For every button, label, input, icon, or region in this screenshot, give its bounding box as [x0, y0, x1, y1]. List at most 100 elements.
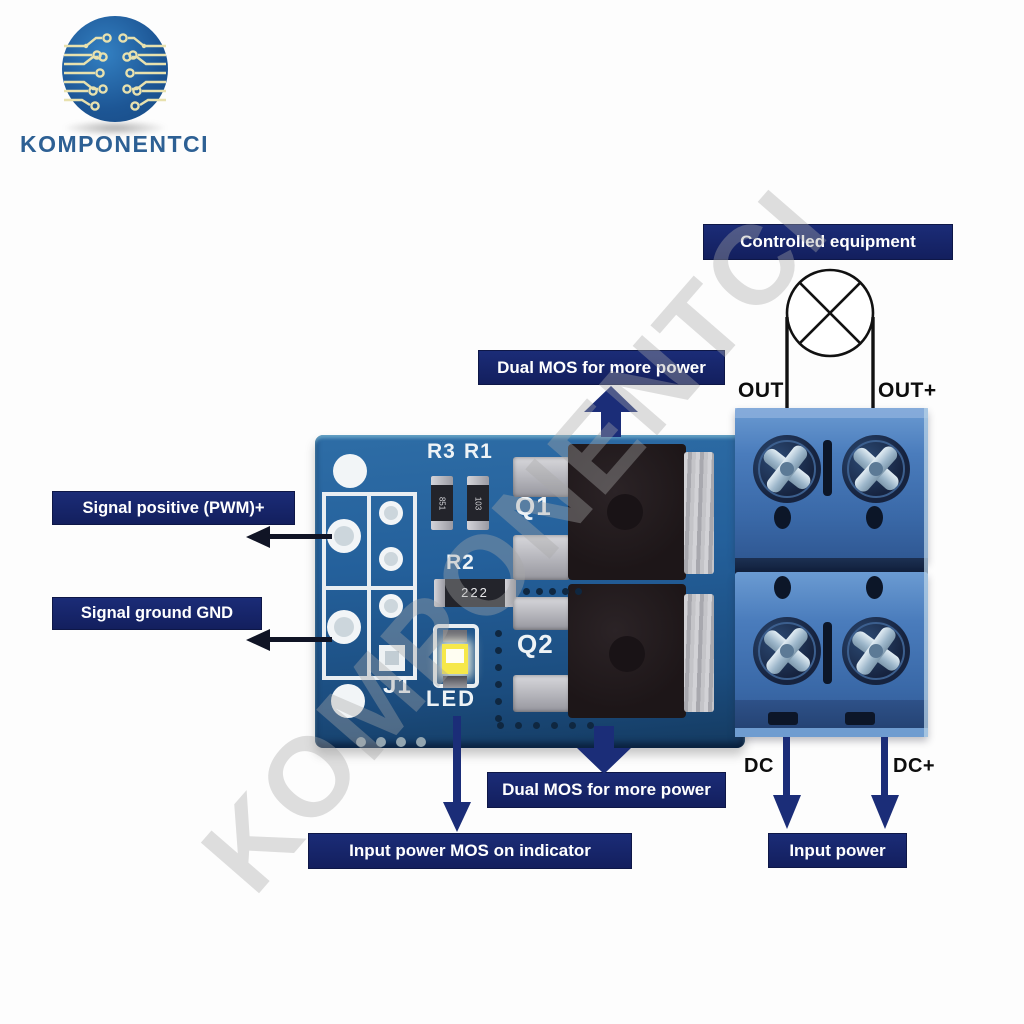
- controlled-equipment-text: Controlled equipment: [740, 232, 916, 251]
- input-power-text: Input power: [789, 840, 886, 860]
- out-plus-screw-icon: [842, 435, 910, 503]
- terminal-bottom-lip: [735, 728, 928, 737]
- brand-logo-circuit-globe-icon: [62, 16, 168, 122]
- terminal-bottom-band: [735, 700, 928, 737]
- resistor-r3-end-top: [431, 476, 453, 485]
- terminal-top-lip: [735, 408, 928, 418]
- resistor-r1-end-bottom: [467, 521, 489, 530]
- led-silkscreen-text: LED: [426, 686, 476, 711]
- mounting-hole-bottom: [331, 684, 365, 718]
- mosfet-q2-tab: [684, 594, 714, 712]
- via-dot: [515, 722, 522, 729]
- header-pad-square: [379, 645, 405, 671]
- q2-source-pad-top: [513, 597, 570, 630]
- via-dot: [562, 588, 569, 595]
- q2-source-pad-bottom: [513, 675, 570, 712]
- header-pad-2-center: [384, 552, 398, 566]
- dc-terminal-block: [735, 572, 928, 737]
- resistor-r1: 103: [467, 476, 489, 530]
- signal-positive-wire: [266, 534, 332, 539]
- pcb-board: J1 R3 R1 851 103 R2 222 Q1 Q2: [315, 435, 745, 748]
- dc-plus-screw-icon: [842, 617, 910, 685]
- terminal-base-slot: [845, 712, 875, 725]
- led-indicator: [442, 644, 468, 674]
- mosfet-q2-dimple: [609, 636, 645, 672]
- led-arrow-shaft: [453, 716, 461, 806]
- arrow-left-signal-positive-icon: [246, 526, 270, 548]
- via-dot: [533, 722, 540, 729]
- input-power-mos-text: Input power MOS on indicator: [349, 841, 591, 860]
- arrow-down-led-icon: [443, 802, 471, 832]
- brand-name: KOMPONENTCI: [20, 131, 209, 157]
- circuit-traces-icon: [64, 33, 168, 111]
- wire-entry-hole: [774, 576, 791, 599]
- resistor-r2-end-left: [434, 579, 445, 607]
- dual-mos-top-label: Dual MOS for more power: [478, 350, 725, 385]
- controlled-equipment-label: Controlled equipment: [703, 224, 953, 260]
- via-dot: [495, 681, 502, 688]
- q1-source-pad-top: [513, 457, 570, 497]
- arrow-down-dc-plus-icon: [871, 795, 899, 829]
- terminal-edge-highlight: [924, 408, 928, 737]
- resistor-r3: 851: [431, 476, 453, 530]
- signal-ground-text: Signal ground GND: [80, 604, 234, 622]
- gnd-pad-center: [334, 617, 354, 637]
- mounting-hole-top: [333, 454, 367, 488]
- mosfet-q1-tab: [684, 452, 714, 574]
- dual-mos-bottom-text: Dual MOS for more power: [502, 780, 711, 799]
- resistor-r2-code: 222: [461, 585, 489, 600]
- screw-ring: [847, 440, 905, 498]
- wire-entry-hole: [774, 506, 791, 529]
- screw-center: [780, 462, 794, 476]
- via-dot: [495, 715, 502, 722]
- dc-plus-arrow-shaft: [881, 737, 888, 797]
- led-cathode-metal: [443, 630, 467, 642]
- screw-terminal-blocks: [735, 408, 928, 737]
- resistor-r3-end-bottom: [431, 521, 453, 530]
- resistor-r3-code: 851: [437, 496, 447, 511]
- resistor-r1-code: 103: [473, 496, 483, 511]
- arrow-up-icon: [584, 386, 638, 412]
- screw-ring: [758, 622, 816, 680]
- terminal-block-seam: [735, 558, 928, 574]
- mosfet-q2: [568, 584, 686, 718]
- header-pad-1-center: [384, 506, 398, 520]
- via-dot: [587, 722, 594, 729]
- arrow-down-dualmos-icon: [577, 748, 631, 774]
- via-dot: [549, 588, 556, 595]
- j1-silkscreen-hline: [322, 586, 417, 590]
- arrow-down-dualmos-shaft: [594, 726, 614, 750]
- pwm-pad-center: [334, 526, 354, 546]
- via-dot: [575, 588, 582, 595]
- edge-pad: [376, 737, 386, 747]
- via-dot: [495, 630, 502, 637]
- screw-center: [869, 644, 883, 658]
- via-dot: [495, 698, 502, 705]
- q1-source-pad-bottom: [513, 535, 570, 580]
- dc-minus-screw-icon: [753, 617, 821, 685]
- signal-positive-label: Signal positive (PWM)+: [52, 491, 295, 525]
- arrow-down-dc-minus-icon: [773, 795, 801, 829]
- screw-center: [869, 462, 883, 476]
- signal-ground-wire: [266, 637, 332, 642]
- screw-center: [780, 644, 794, 658]
- resistor-r2: 222: [434, 579, 516, 607]
- resistor-r2-end-right: [505, 579, 516, 607]
- out-terminal-block: [735, 408, 928, 562]
- via-dot: [523, 588, 530, 595]
- terminal-base-slot: [768, 712, 798, 725]
- r2-silkscreen-text: R2: [446, 551, 475, 574]
- via-dot: [495, 664, 502, 671]
- edge-pad: [396, 737, 406, 747]
- r3-silkscreen-text: R3: [427, 440, 456, 463]
- wire-entry-hole: [866, 576, 883, 599]
- out-minus-screw-icon: [753, 435, 821, 503]
- arrow-up-shaft: [601, 409, 621, 437]
- dual-mos-top-text: Dual MOS for more power: [497, 357, 706, 377]
- terminal-divider-slot: [823, 622, 832, 684]
- header-pad-3-center: [384, 599, 398, 613]
- via-dot: [569, 722, 576, 729]
- lamp-icon: [785, 268, 875, 415]
- via-dot: [551, 722, 558, 729]
- led-core-glow: [446, 649, 464, 663]
